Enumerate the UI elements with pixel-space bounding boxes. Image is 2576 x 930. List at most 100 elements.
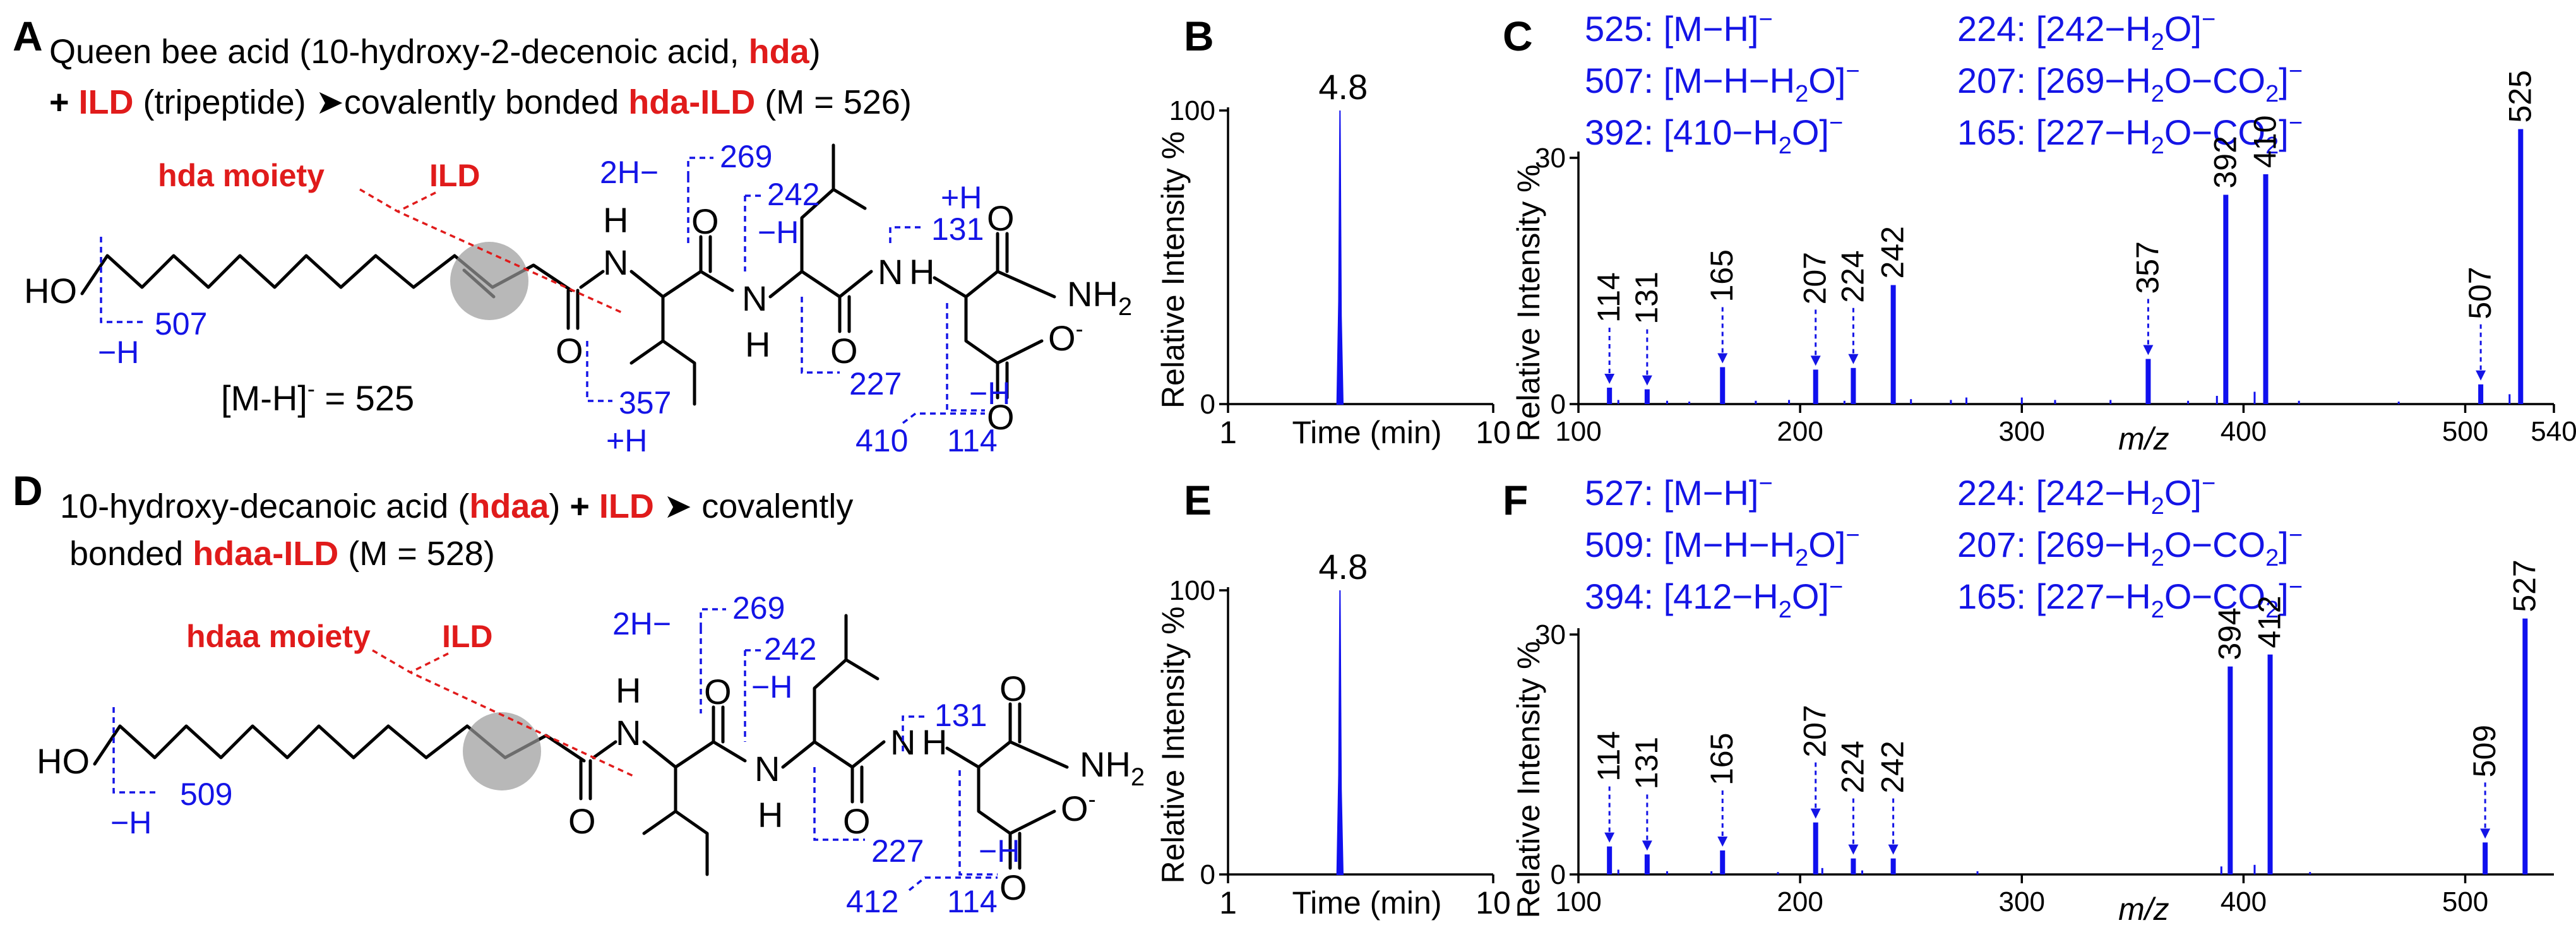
peak-label: 507 — [2462, 266, 2498, 319]
spectrum-peak — [1851, 858, 1856, 874]
panel-d-title-line1: 10-hydroxy-decanoic acid (hdaa) + ILD ➤ … — [60, 487, 853, 525]
x-axis-label: m/z — [2118, 421, 2169, 456]
minor-peak — [1861, 870, 1863, 874]
minor-peak — [2253, 864, 2256, 874]
spectrum-peak — [2227, 666, 2233, 874]
svg-text:N: N — [878, 252, 903, 292]
svg-text:−H: −H — [758, 215, 799, 250]
svg-text:357: 357 — [619, 385, 671, 420]
svg-text:N: N — [616, 713, 641, 753]
minor-peak — [2187, 400, 2190, 404]
ild-label-a: ILD — [429, 158, 480, 193]
spectrum-peak — [2263, 174, 2269, 404]
y-tick-label: 0 — [1200, 389, 1215, 420]
peak-arrowhead — [1642, 840, 1652, 851]
legend-entry: 165: [227−H2O−CO2]− — [1957, 110, 2303, 159]
spectrum-peak — [1813, 822, 1818, 874]
svg-text:O: O — [987, 397, 1015, 437]
y-tick-label: 30 — [1535, 619, 1566, 650]
spectrum-peak — [1890, 285, 1896, 404]
minor-peak — [2508, 394, 2511, 404]
svg-text:114: 114 — [947, 884, 998, 919]
y-tick-label: 30 — [1535, 143, 1566, 174]
legend-entry: 165: [227−H2O−CO2]− — [1957, 574, 2303, 623]
svg-text:H: H — [758, 795, 783, 835]
panel-d-letter: D — [13, 467, 43, 514]
x-tick-label: 1 — [1219, 885, 1237, 921]
spectrum-peak — [2522, 618, 2528, 874]
peak-label: 392 — [2207, 136, 2243, 188]
svg-text:O: O — [704, 672, 732, 712]
legend-entry: 525: [M−H]− — [1585, 6, 1773, 49]
x-tick-label: 200 — [1777, 886, 1823, 917]
svg-text:2H−: 2H− — [600, 155, 659, 190]
svg-text:+H: +H — [606, 423, 647, 458]
peak-arrowhead — [1810, 808, 1821, 819]
svg-text:O: O — [830, 331, 858, 371]
svg-text:NH2: NH2 — [1067, 274, 1132, 321]
spectrum-peak — [1644, 389, 1650, 404]
legend-entry: 507: [M−H−H2O]− — [1585, 58, 1860, 107]
peak-label: 165 — [1704, 733, 1739, 785]
y-tick-label: 0 — [1200, 859, 1215, 890]
svg-text:+H: +H — [941, 180, 982, 215]
minor-peak — [2054, 400, 2056, 404]
minor-peak — [1617, 400, 1619, 404]
x-tick-label: 300 — [1999, 886, 2045, 917]
spectrum-peak — [1720, 850, 1726, 874]
spectrum-peak — [1813, 369, 1818, 404]
peak-arrowhead — [1604, 374, 1615, 384]
panel-f: F 527: [M−H]−509: [M−H−H2O]−394: [412−H2… — [1503, 470, 2554, 927]
peak-label: 394 — [2212, 607, 2247, 660]
hdaa-moiety-label: hdaa moiety — [186, 619, 371, 654]
minor-peak — [1755, 400, 1757, 404]
peak-arrowhead — [2143, 345, 2154, 355]
spectrum-peak — [2267, 654, 2273, 874]
spectrum-peak — [2478, 384, 2484, 404]
svg-text:131: 131 — [934, 698, 987, 733]
svg-text:N: N — [742, 278, 767, 318]
peak-label: 357 — [2130, 241, 2165, 294]
svg-text:HO: HO — [37, 741, 90, 781]
peak-arrowhead — [1717, 837, 1728, 847]
y-axis-label: Relative Intensity % — [1511, 164, 1546, 441]
x-tick-label: 300 — [1999, 416, 2045, 447]
minor-peak — [2253, 391, 2256, 404]
svg-text:O-: O- — [1048, 316, 1083, 358]
molecule-hdaa-ild: HO O N H O N H O N H — [37, 590, 1145, 919]
svg-text:N: N — [603, 242, 628, 282]
spectrum-peak — [1607, 388, 1613, 404]
spectrum-peak — [1851, 367, 1856, 404]
peak-label: 509 — [2467, 725, 2502, 777]
ho-label: HO — [24, 271, 77, 311]
peak-label: 131 — [1629, 271, 1664, 324]
svg-text:227: 227 — [849, 366, 902, 402]
peak-label: 207 — [1798, 705, 1833, 757]
minor-peak — [1843, 400, 1846, 404]
minor-peak — [2220, 866, 2222, 874]
svg-text:410: 410 — [856, 423, 908, 458]
minor-peak — [1666, 400, 1668, 404]
peak-label: 412 — [2252, 595, 2287, 648]
panel-a-title-line1: Queen bee acid (10-hydroxy-2-decenoic ac… — [49, 33, 821, 71]
minor-peak — [1688, 402, 1691, 404]
peak-label: 224 — [1835, 250, 1870, 302]
svg-text:114: 114 — [947, 423, 998, 458]
svg-text:242: 242 — [764, 631, 816, 667]
svg-text:507: 507 — [155, 306, 207, 342]
peak-label: 165 — [1704, 249, 1739, 302]
panel-d-title-line2: bonded hdaa-ILD (M = 528) — [69, 535, 495, 573]
minor-peak — [1821, 867, 1823, 874]
svg-text:O: O — [999, 669, 1027, 708]
x-axis-label: Time (min) — [1292, 415, 1441, 450]
ion-mh-label: [M-H]- = 525 — [221, 376, 414, 418]
x-tick-label: 400 — [2221, 416, 2267, 447]
legend-entry: 527: [M−H]− — [1585, 470, 1773, 513]
svg-text:H: H — [616, 671, 641, 710]
minor-peak — [1777, 872, 1779, 874]
spectrum-peak — [1890, 858, 1896, 874]
svg-text:−H: −H — [979, 833, 1020, 869]
peak-label: 410 — [2248, 116, 2283, 168]
legend-entry: 224: [242−H2O]− — [1957, 6, 2215, 56]
